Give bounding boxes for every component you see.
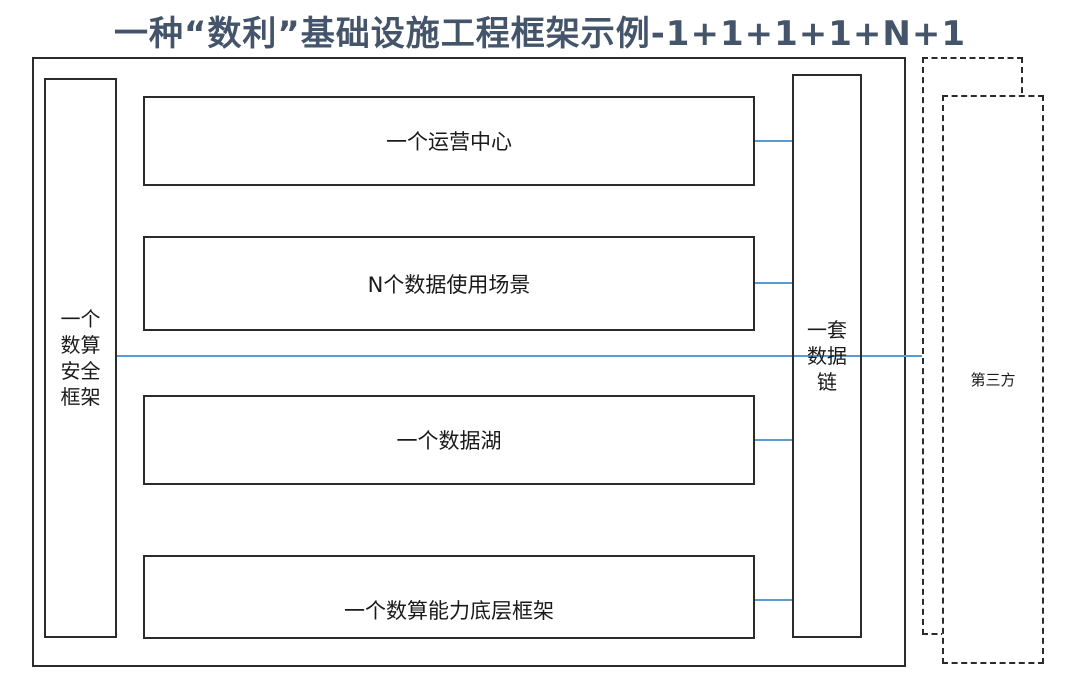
operations-center-box: 一个运营中心 [143, 96, 755, 186]
operations-center-label: 一个运营中心 [386, 130, 512, 154]
data-lake-label: 一个数据湖 [396, 429, 502, 453]
connector-usage-scenarios-to-data-link [755, 282, 792, 284]
data-link-panel: 一套 数据 链 [792, 74, 862, 638]
data-lake-box: 一个数据湖 [143, 395, 755, 485]
security-framework-label: 一个 数算 安全 框架 [60, 307, 101, 409]
compute-capability-framework-box: 一个数算能力底层框架 [143, 555, 755, 639]
compute-capability-framework-label: 一个数算能力底层框架 [344, 599, 554, 623]
connector-operations-center-to-data-link [755, 140, 792, 142]
data-link-long-connector-line [117, 355, 923, 357]
security-framework-panel: 一个 数算 安全 框架 [44, 78, 117, 638]
data-usage-scenarios-box: N个数据使用场景 [143, 236, 755, 331]
data-usage-scenarios-label: N个数据使用场景 [367, 272, 531, 297]
third-party-label: 第三方 [970, 371, 1016, 389]
connector-compute-framework-to-data-link [755, 599, 792, 601]
third-party-box: 第三方 [942, 95, 1044, 664]
connector-data-lake-to-data-link [755, 439, 792, 441]
data-link-label: 一套 数据 链 [807, 318, 847, 394]
diagram-title: 一种“数利”基础设施工程框架示例-1+1+1+1+N+1 [114, 14, 966, 54]
